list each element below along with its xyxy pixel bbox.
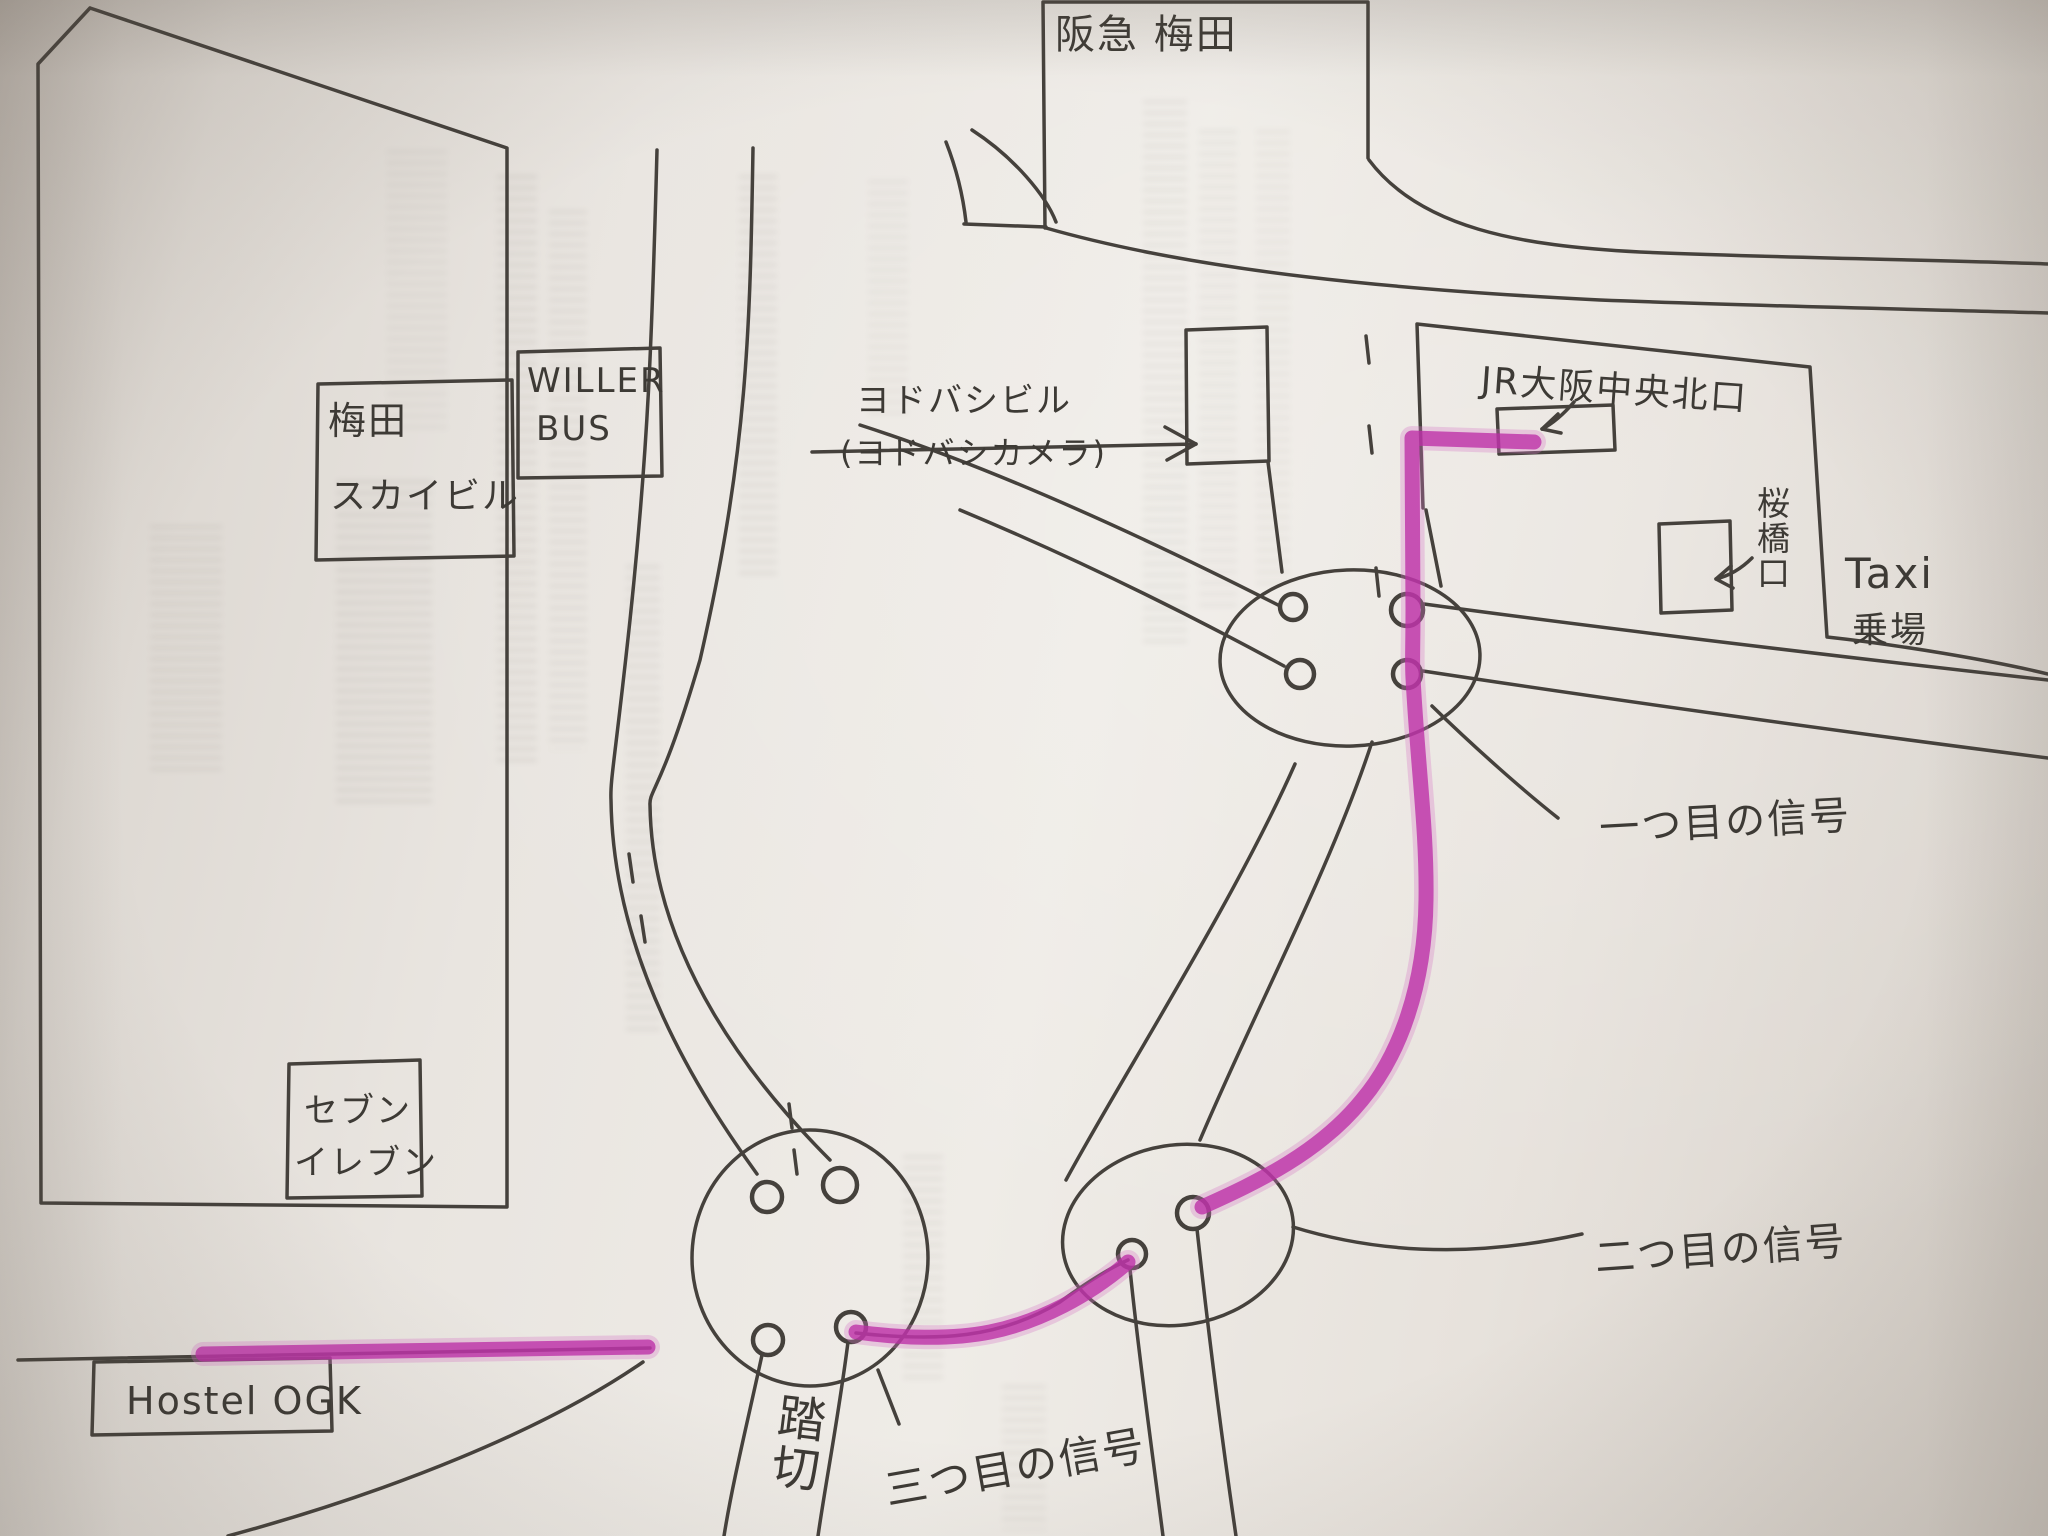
station-outline bbox=[1415, 322, 2048, 676]
hankyu-umeda-label: 阪急 梅田 bbox=[1055, 12, 1238, 58]
yodobashi-building-box bbox=[1184, 325, 1271, 466]
road-curve bbox=[970, 128, 1058, 224]
yodobashi-label-line1: ヨドバシビル bbox=[856, 381, 1072, 421]
station-dashed-line bbox=[1364, 334, 1381, 598]
street-center-dashes bbox=[627, 852, 799, 1176]
third-signal-label: 三つ目の信号 bbox=[881, 1421, 1150, 1515]
dash bbox=[627, 852, 635, 884]
road-edge bbox=[1266, 460, 1284, 574]
pointer-to-first-signal-label bbox=[1430, 704, 1560, 820]
road-edge bbox=[1421, 669, 2048, 760]
bleed-smudge bbox=[150, 525, 222, 775]
bottom-branch-road bbox=[226, 1360, 645, 1536]
traffic-light-circle bbox=[1277, 591, 1309, 623]
taxi-label-line2: 乗場 bbox=[1852, 610, 1928, 651]
umeda-sky-label-line1: 梅田 bbox=[328, 399, 408, 443]
road-edge bbox=[958, 508, 1286, 668]
bleed-smudge bbox=[868, 180, 908, 420]
arrow-to-sakurabashi-exit-icon bbox=[1714, 556, 1754, 590]
umeda-sky-label-line2: スカイビル bbox=[330, 476, 520, 517]
road-edge-upper bbox=[1367, 158, 2048, 266]
traffic-light-circle bbox=[750, 1322, 786, 1358]
sakurabashi-exit-box bbox=[1657, 519, 1734, 615]
route-segment-second-to-third-signal bbox=[848, 1254, 1136, 1345]
street-down bbox=[816, 1340, 850, 1536]
street-right-edge bbox=[648, 146, 832, 1162]
pointer-to-second-signal-label bbox=[1291, 1225, 1584, 1252]
seven-eleven-label-line2: イレブン bbox=[294, 1143, 438, 1183]
road-curve bbox=[944, 140, 968, 224]
road-segment bbox=[962, 222, 1048, 229]
roads-into-first-intersection bbox=[858, 423, 2048, 760]
road-edge-lower bbox=[1044, 226, 2048, 315]
sakurabashi-exit-label: 桜橋口 bbox=[1752, 486, 1791, 591]
willer-label-line2: BUS bbox=[536, 409, 612, 449]
first-signal-label: 一つ目の信号 bbox=[1598, 793, 1852, 852]
bleed-smudge bbox=[1002, 1385, 1046, 1530]
street-down bbox=[722, 1353, 764, 1536]
pointer-to-third-signal-label bbox=[876, 1368, 901, 1426]
top-road bbox=[944, 128, 2048, 315]
street-left-edge bbox=[609, 148, 759, 1176]
dash bbox=[1367, 424, 1374, 455]
arrow-shaft bbox=[810, 442, 1198, 454]
bleed-smudge bbox=[336, 480, 432, 810]
hankyu-umeda-box bbox=[1041, 0, 1370, 230]
bleed-smudge bbox=[549, 210, 587, 750]
left-city-block-outline bbox=[36, 6, 509, 1209]
railroad-crossing-label: 踏切 bbox=[760, 1390, 828, 1496]
vertical-street bbox=[609, 146, 832, 1176]
dash bbox=[792, 1148, 799, 1176]
arrow-head bbox=[1714, 564, 1735, 590]
bleed-smudge bbox=[1199, 130, 1237, 610]
yodobashi-label-line2: (ヨドバシカメラ) bbox=[840, 434, 1107, 472]
arrow-head bbox=[1540, 412, 1563, 435]
intersection-circle bbox=[1060, 1142, 1296, 1328]
arrow-head bbox=[1163, 425, 1198, 462]
third-intersection bbox=[690, 1128, 930, 1536]
traffic-light-circle bbox=[1174, 1194, 1212, 1232]
bleed-smudge bbox=[626, 565, 660, 1035]
second-signal-label: 二つ目の信号 bbox=[1593, 1219, 1848, 1282]
road-edge bbox=[1422, 602, 2048, 682]
intersection-circle bbox=[690, 1128, 930, 1388]
dash bbox=[787, 1102, 794, 1130]
intersection-circle bbox=[1218, 568, 1482, 748]
dash bbox=[639, 914, 647, 944]
umeda-sky-building-box bbox=[314, 378, 516, 562]
road-down bbox=[1195, 1227, 1238, 1536]
walking-route-highlight bbox=[191, 426, 1546, 1366]
willer-label-line1: WILLER bbox=[527, 361, 666, 401]
road-edge bbox=[1198, 740, 1374, 1142]
route-segment-station-to-second-signal bbox=[1194, 430, 1542, 1215]
arrow-to-north-exit-icon bbox=[1540, 400, 1576, 435]
dash bbox=[1364, 334, 1371, 365]
willer-bus-box bbox=[516, 346, 664, 480]
road-down bbox=[1128, 1267, 1165, 1536]
road-edge bbox=[858, 423, 1282, 608]
arrow-to-yodobashi-icon bbox=[810, 425, 1198, 462]
road-edge bbox=[1064, 762, 1297, 1182]
road-edge bbox=[1424, 508, 1443, 588]
curved-avenue bbox=[1064, 740, 1374, 1182]
first-intersection bbox=[1218, 568, 1560, 820]
traffic-light-circle bbox=[820, 1165, 860, 1205]
seven-eleven-box bbox=[285, 1058, 424, 1200]
traffic-light-circle bbox=[1283, 657, 1317, 691]
traffic-light-circle bbox=[749, 1179, 785, 1215]
seven-eleven-label-line1: セブン bbox=[304, 1091, 412, 1131]
hostel-ogk-label: Hostel OGK bbox=[126, 1379, 363, 1423]
taxi-label-line1: Taxi bbox=[1844, 549, 1934, 598]
route-segment-to-hostel bbox=[195, 1339, 656, 1362]
